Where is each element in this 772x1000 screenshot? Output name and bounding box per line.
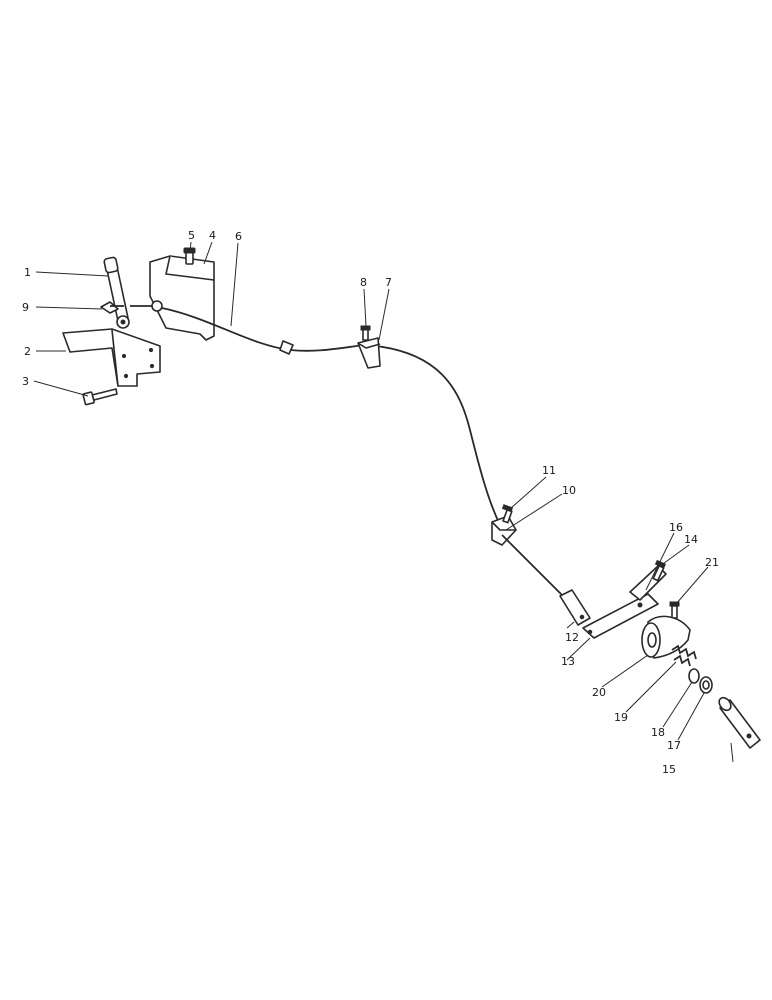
part-cable-clip [357,337,381,369]
callout-16: 16 [669,521,683,534]
part-ring [699,676,713,694]
part-cable-bracket [130,255,215,341]
callout-1: 1 [24,266,31,279]
callout-15: 15 [662,763,676,776]
part-shaft [718,696,761,749]
part-split-pin [100,301,124,314]
part-mounting-bracket [62,328,161,387]
part-clip-screw [360,325,371,341]
part-washer [688,668,700,684]
part-clamp-screw [501,504,514,524]
callout-10: 10 [562,484,576,497]
callout-labels: 1 2 3 4 5 6 7 8 9 10 11 12 13 14 15 16 1… [22,229,719,776]
callout-5: 5 [188,229,195,242]
callout-19: 19 [614,711,628,724]
part-yoke-end [559,589,591,626]
callout-8: 8 [360,276,367,289]
part-screw [183,247,196,265]
callout-17: 17 [667,739,681,752]
part-control-cable [161,307,501,526]
callout-21: 21 [705,556,719,569]
callout-20: 20 [592,686,606,699]
callout-18: 18 [651,726,665,739]
callout-14: 14 [684,533,698,546]
inner-cable [501,534,566,599]
callout-12: 12 [565,631,579,644]
callout-11: 11 [542,464,556,477]
callout-7: 7 [385,276,392,289]
leader-lines [33,241,734,763]
part-bolt [82,388,118,406]
callout-2: 2 [24,345,31,358]
part-housing-screw [669,601,680,619]
part-housing [641,615,691,659]
callout-3: 3 [22,375,29,388]
callout-4: 4 [209,229,216,242]
callout-6: 6 [235,230,242,243]
callout-9: 9 [22,301,29,314]
callout-13: 13 [561,655,575,668]
part-hand-lever [103,256,130,329]
part-spring [671,644,697,667]
part-lever-screw [652,559,667,582]
